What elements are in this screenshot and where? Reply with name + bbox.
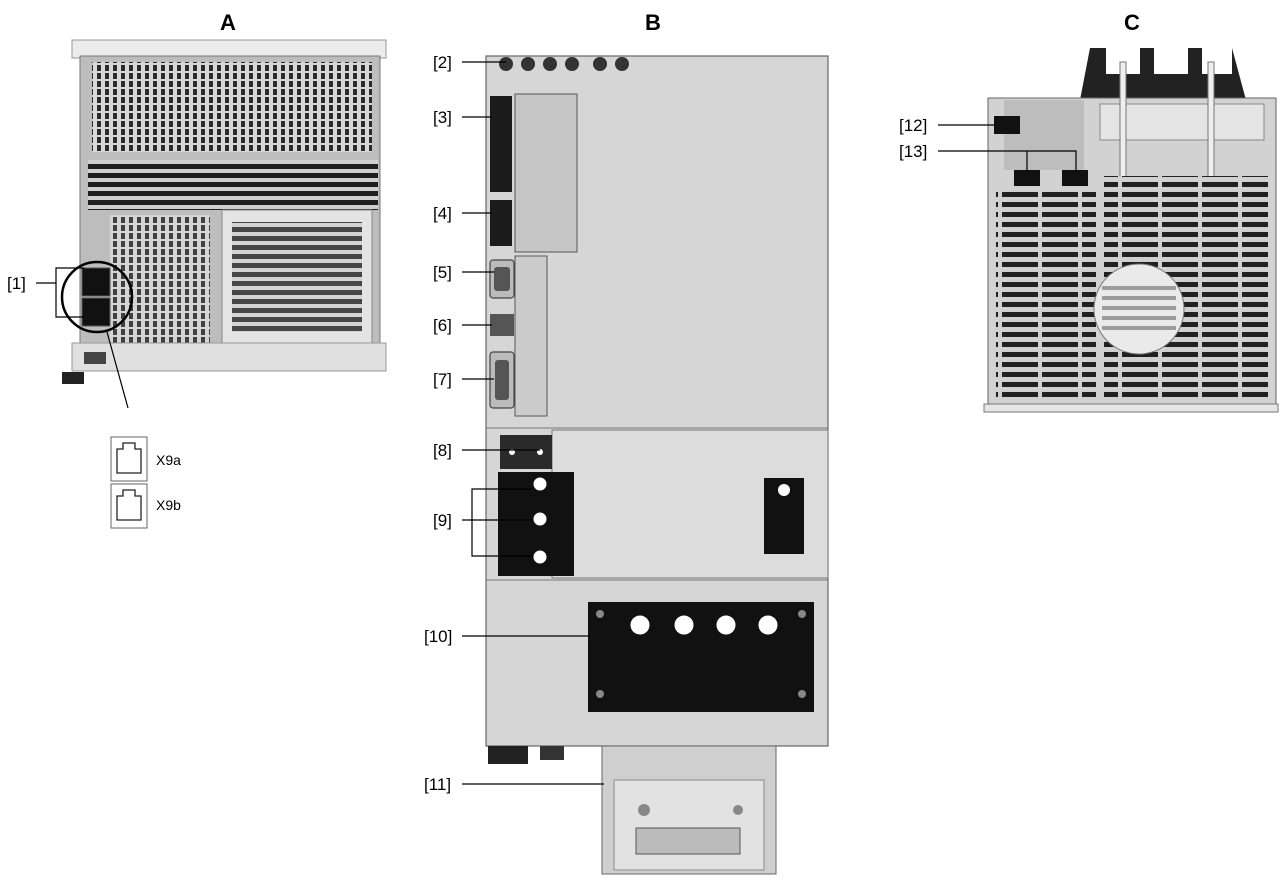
port-label-x9a: X9a [156, 452, 181, 468]
callout-11: [11] [424, 775, 451, 794]
callout-9: [9] [433, 511, 452, 530]
callout-2: [2] [433, 53, 452, 72]
view-c-device [984, 48, 1278, 412]
callout-1-lead [36, 268, 84, 283]
view-a-title: A [220, 10, 236, 35]
connector-13-left [1014, 170, 1040, 186]
callout-13: [13] [899, 142, 927, 161]
terminal-block-8 [500, 435, 552, 469]
callout-4: [4] [433, 204, 452, 223]
rj45-port-x9a [82, 268, 110, 296]
connector-12 [994, 116, 1020, 134]
callout-1: [1] [7, 274, 26, 293]
view-c-title: C [1124, 10, 1140, 35]
port-detail-inset [111, 437, 147, 528]
terminal-block-4 [490, 200, 512, 246]
callout-5: [5] [433, 263, 452, 282]
port-label-x9b: X9b [156, 497, 181, 513]
terminal-block-3 [490, 96, 512, 192]
power-terminal-block-10 [588, 602, 814, 712]
status-led-6 [490, 314, 514, 336]
connector-13-right [1062, 170, 1088, 186]
rj45-port-x9b [82, 298, 110, 326]
callout-3: [3] [433, 108, 452, 127]
view-a-device [62, 40, 386, 408]
view-b-title: B [645, 10, 661, 35]
callout-8: [8] [433, 441, 452, 460]
callout-7: [7] [433, 370, 452, 389]
callout-10: [10] [424, 627, 452, 646]
callout-6: [6] [433, 316, 452, 335]
view-b-device [486, 56, 828, 874]
callout-12: [12] [899, 116, 927, 135]
